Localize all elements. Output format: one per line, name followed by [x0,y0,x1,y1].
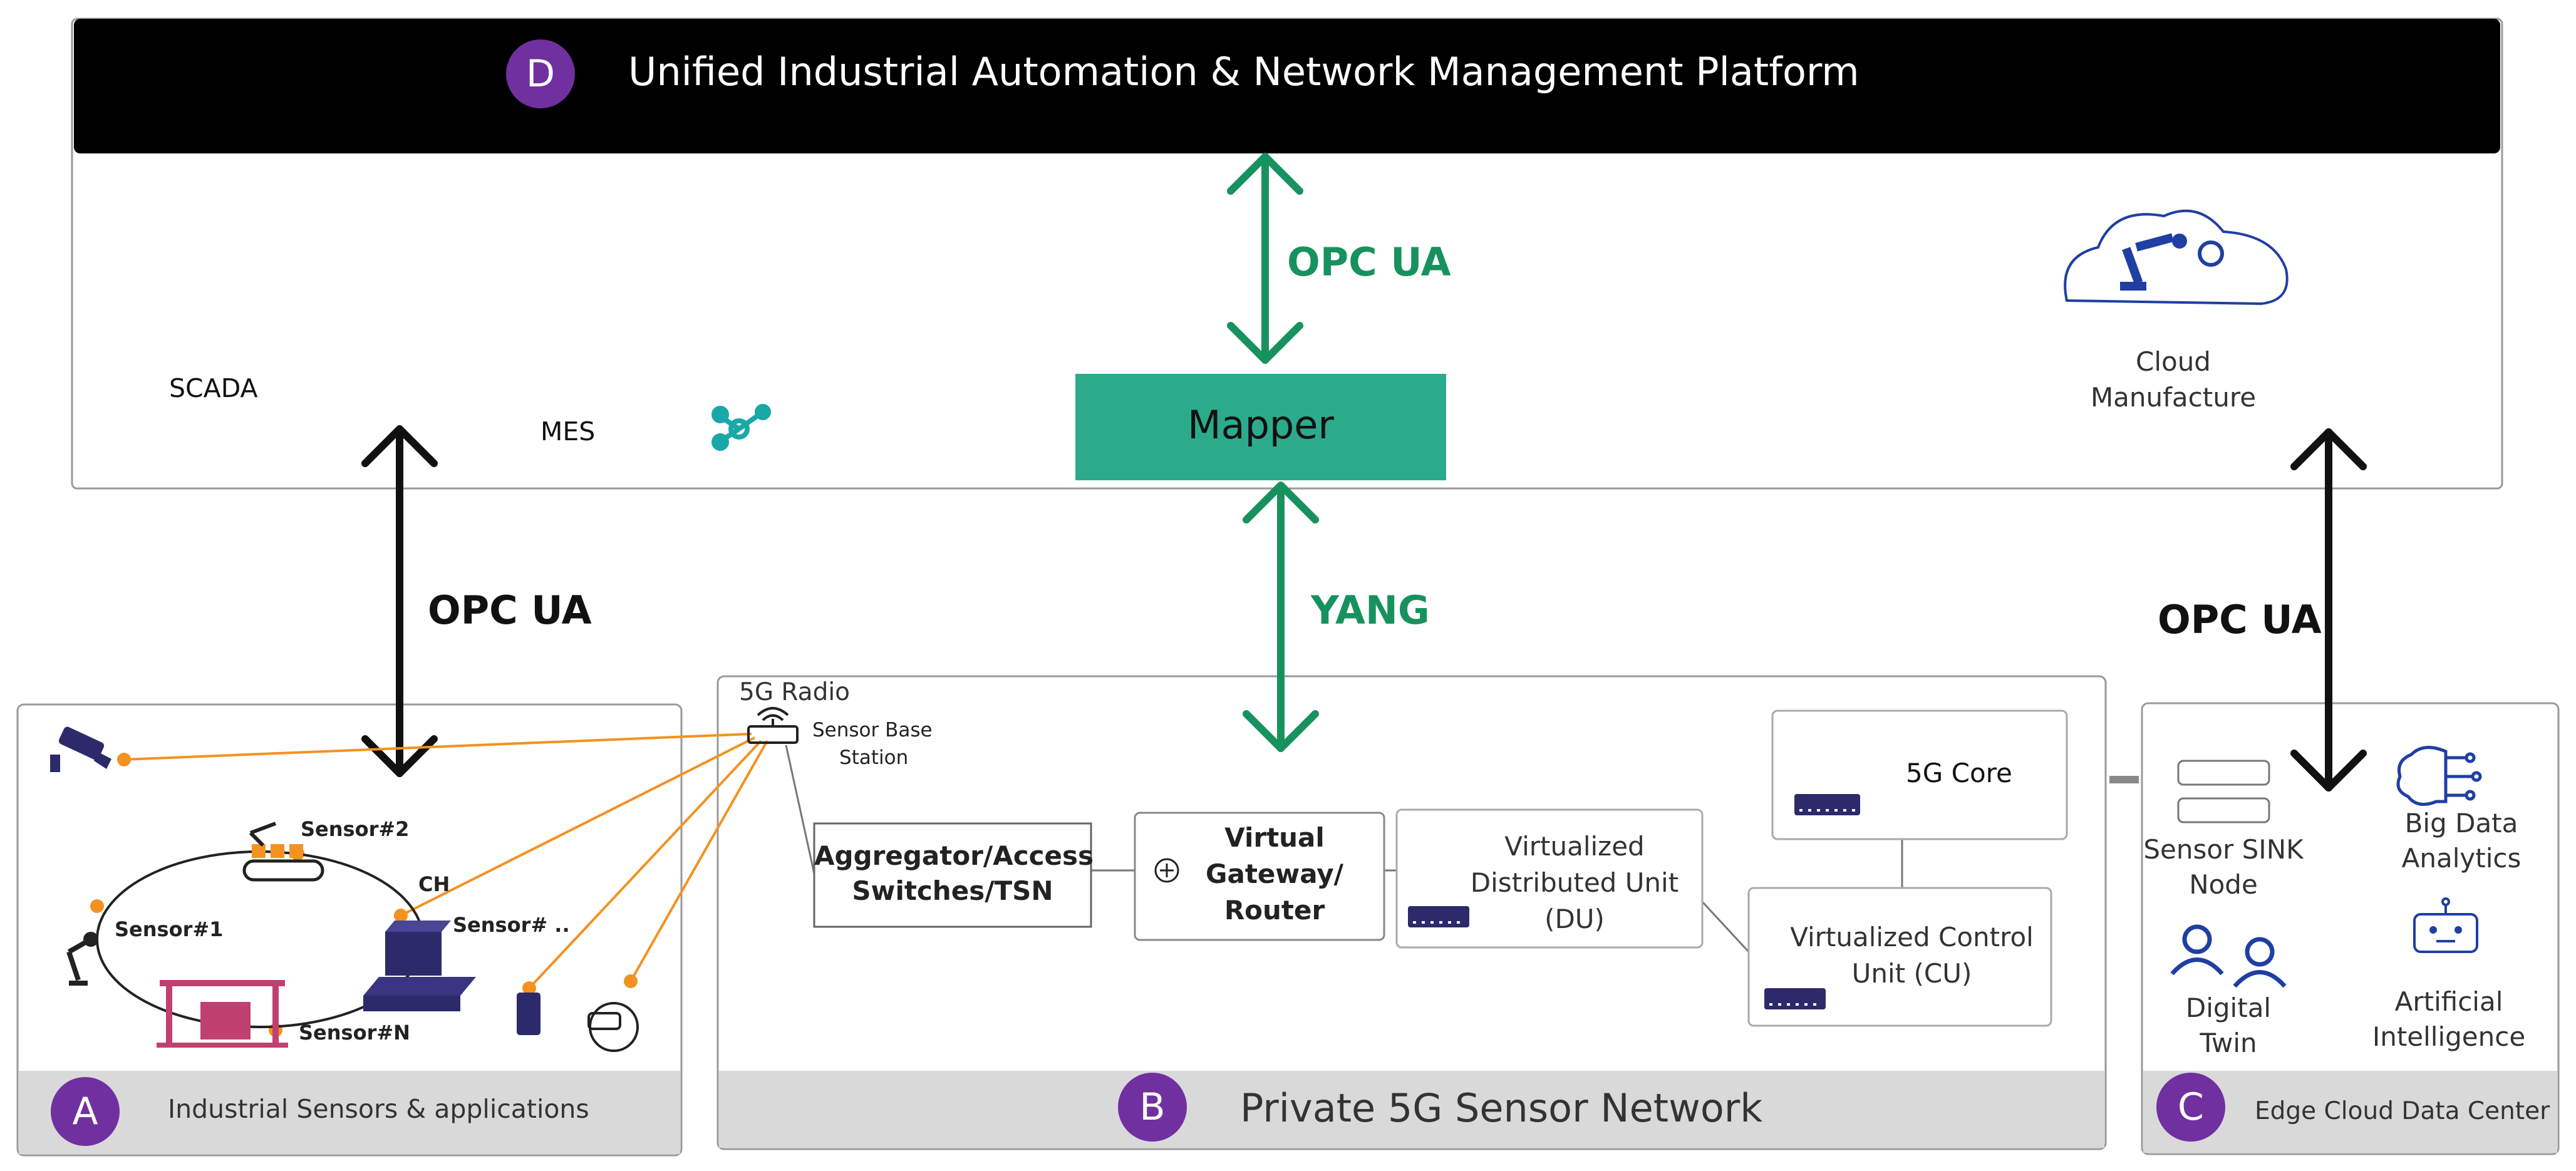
robot-arm-sensor1-icon [66,932,98,986]
panel-b-links [785,745,1903,953]
cu-device-icon [1764,988,1826,1009]
du-line1: Virtualized [1504,831,1645,862]
conveyor-robot-icon [242,822,324,882]
mapper-box [1075,374,1446,480]
ch-label: CH [418,872,450,896]
arrow-label-yang: YANG [1311,587,1430,633]
core-label: 5G Core [1906,758,2012,788]
panel-a-footer [19,1071,680,1154]
base-station-line1: Sensor Base [812,719,933,741]
platform-header-bar [74,19,2500,153]
mapper-label: Mapper [1187,402,1334,448]
router-icon [747,707,799,744]
robot-arm-icon [2120,233,2224,291]
panel-c-footer-label: Edge Cloud Data Center [2255,1097,2550,1125]
du-line3: (DU) [1544,904,1605,934]
du-line2: Distributed Unit [1470,867,1679,898]
base-station-line2: Station [839,746,909,769]
arrow-label-opcua-left: OPC UA [428,587,592,633]
platform-badge: D [506,39,575,108]
mes-label: MES [541,416,596,446]
panel-b-badge: B [1118,1073,1187,1142]
gateway-line2: Gateway/ [1206,859,1343,889]
ai-line1: Artificial [2394,986,2503,1017]
panel-b-footer [719,1071,2104,1148]
scada-label: SCADA [169,373,258,403]
sink-line1: Sensor SINK [2143,834,2304,865]
sensor-dots-label: Sensor# .. [453,913,570,937]
cloud-label-line2: Manufacture [2090,382,2257,413]
big-data-brain-icon [2396,746,2482,806]
aggregator-line1: Aggregator/Access [814,840,1094,871]
ai-line2: Intelligence [2372,1021,2526,1052]
mes-network-icon [711,404,771,451]
machine-block-icon [363,921,476,1011]
panel-c-badge: C [2156,1073,2225,1142]
sensor2-label: Sensor#2 [301,817,410,841]
cu-line2: Unit (CU) [1851,958,1972,989]
bigdata-line1: Big Data [2404,808,2518,838]
platform-title: Unified Industrial Automation & Network … [628,49,1860,95]
vr-headset-icon [587,1002,639,1052]
camera-icon [50,726,111,772]
du-device-icon [1408,906,1469,927]
factory-crane-icon [157,980,288,1048]
gateway-line1: Virtual [1224,822,1325,853]
orange-sensor-links [123,733,768,989]
sink-line2: Node [2189,869,2258,900]
core-device-icon [1794,794,1860,815]
twin-line2: Twin [2200,1028,2257,1058]
bigdata-line2: Analytics [2401,843,2522,874]
gateway-box [1134,812,1385,941]
panel-a-badge: A [51,1077,120,1146]
arrow-label-opcua-right: OPC UA [2158,597,2322,642]
radio-label: 5G Radio [739,678,851,706]
phone-icon [517,993,541,1035]
arrow-opcua-right [2290,428,2367,792]
arrow-yang [1243,482,1319,752]
cloud-label-line1: Cloud [2136,346,2211,377]
cloud-icon [2064,209,2289,306]
digital-twin-icon [2170,924,2287,988]
sensor1-label: Sensor#1 [115,917,224,941]
sensor-sink-node-icon [2177,760,2270,823]
aggregator-box [813,822,1092,928]
gateway-line3: Router [1224,895,1325,926]
du-box [1395,808,1704,949]
arrow-opcua-top [1227,153,1303,364]
ai-robot-icon [2413,897,2478,953]
cu-line1: Virtualized Control [1790,922,2034,952]
sensorN-label: Sensor#N [299,1021,410,1045]
aggregator-line2: Switches/TSN [852,875,1053,906]
gateway-router-icon [1154,858,1179,883]
panel-b-footer-label: Private 5G Sensor Network [1240,1085,1763,1131]
twin-line1: Digital [2185,993,2272,1023]
panel-a-footer-label: Industrial Sensors & applications [168,1094,589,1124]
arrow-label-opcua-top: OPC UA [1287,239,1451,285]
